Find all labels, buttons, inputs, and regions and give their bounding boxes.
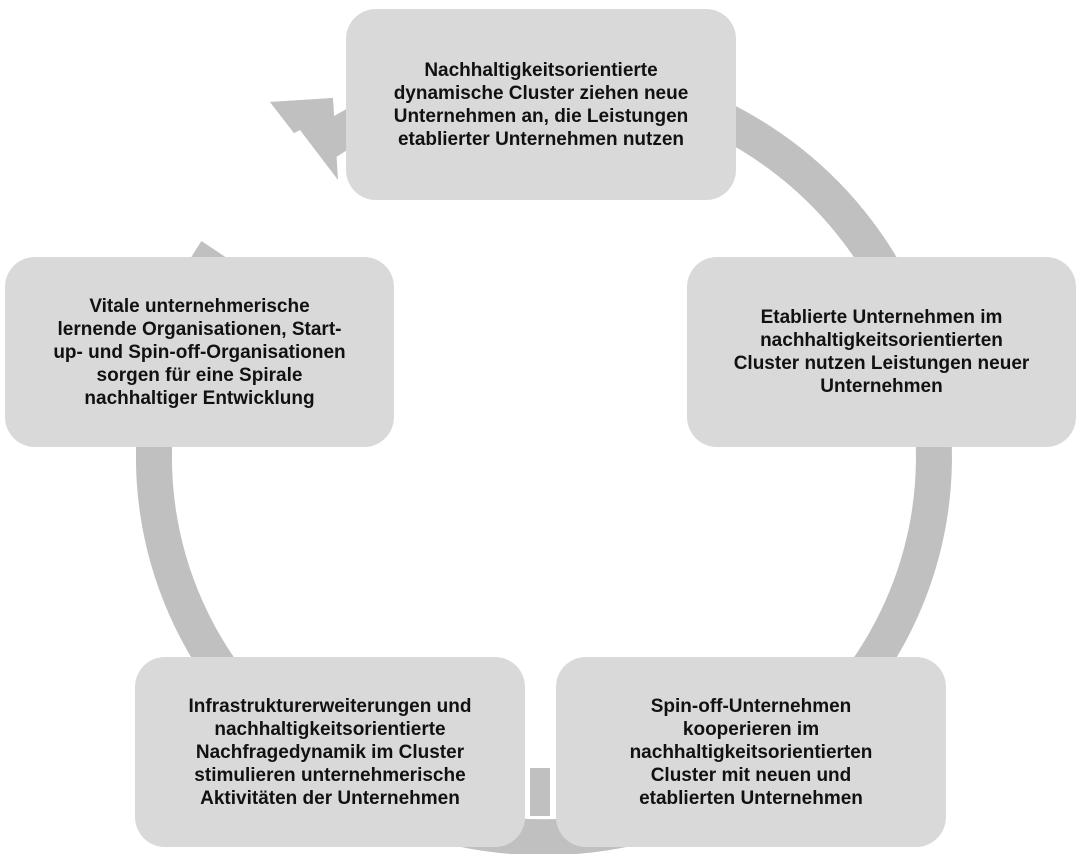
ring-arrowhead-body — [270, 98, 338, 180]
node-text: Spin-off-Unternehmen kooperieren im nach… — [629, 695, 873, 809]
cycle-node-right: Etablierte Unternehmen im nachhaltigkeit… — [687, 257, 1076, 447]
connector-marker — [530, 768, 550, 816]
node-text: Etablierte Unternehmen im nachhaltigkeit… — [733, 307, 1030, 397]
cycle-node-bottom-right: Spin-off-Unternehmen kooperieren im nach… — [556, 657, 946, 847]
cycle-node-left: Vitale unternehmerische lernende Organis… — [5, 257, 394, 447]
cycle-node-top: Nachhaltigkeitsorientierte dynamische Cl… — [346, 9, 736, 200]
node-text: Vitale unternehmerische lernende Organis… — [53, 295, 346, 409]
node-text: Nachhaltigkeitsorientierte dynamische Cl… — [393, 59, 689, 150]
node-text: Infrastrukturerweiterungen und nachhalti… — [188, 695, 472, 809]
cycle-node-bottom-left: Infrastrukturerweiterungen und nachhalti… — [135, 657, 525, 847]
